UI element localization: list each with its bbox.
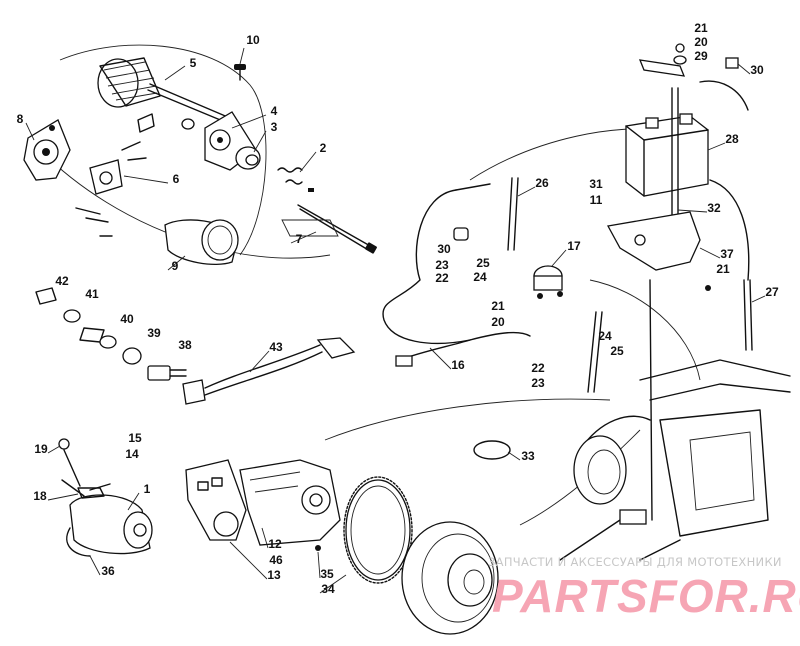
callout-39: 39 <box>147 326 161 340</box>
wire-harness <box>182 337 356 405</box>
chassis <box>559 279 791 561</box>
callout-21: 21 <box>694 21 708 35</box>
callout-43: 43 <box>269 340 283 354</box>
callout-14: 14 <box>125 447 139 461</box>
callout-33: 33 <box>521 449 535 463</box>
callout-41: 41 <box>85 287 99 301</box>
brush-holder <box>75 113 155 237</box>
callout-15: 15 <box>128 431 142 445</box>
callout-31: 31 <box>589 177 603 191</box>
callout-23: 23 <box>435 258 449 272</box>
callout-42: 42 <box>55 274 69 288</box>
ring-gear <box>343 476 413 584</box>
starter-solenoid <box>533 265 563 299</box>
callout-25: 25 <box>476 256 490 270</box>
battery <box>625 113 709 197</box>
drive-end-cover <box>204 111 261 171</box>
callout-17: 17 <box>567 239 581 253</box>
callout-labels: 1234567891011121314151617181920212930283… <box>17 21 779 596</box>
callout-11: 11 <box>590 193 603 207</box>
callout-5: 5 <box>190 56 197 70</box>
armature <box>97 57 231 130</box>
callout-2: 2 <box>320 141 327 155</box>
callout-34: 34 <box>321 582 335 596</box>
ignition-switch-parts <box>35 287 187 381</box>
callout-3: 3 <box>271 120 278 134</box>
battery-cable-26 <box>507 177 519 251</box>
callout-27: 27 <box>765 285 779 299</box>
callout-26: 26 <box>535 176 549 190</box>
callout-20: 20 <box>694 35 708 49</box>
spring-set <box>277 167 314 192</box>
callout-9: 9 <box>172 259 179 273</box>
callout-16: 16 <box>451 358 465 372</box>
callout-22: 22 <box>531 361 545 375</box>
callout-30: 30 <box>750 63 764 77</box>
callout-46: 46 <box>269 553 283 567</box>
callout-35: 35 <box>320 567 334 581</box>
callout-30: 30 <box>437 242 451 256</box>
callout-24: 24 <box>598 329 612 343</box>
drive-shaft <box>281 204 377 254</box>
watermark-logo: PARTSFOR.RU <box>492 570 800 622</box>
callout-7: 7 <box>296 232 303 246</box>
callout-8: 8 <box>17 112 24 126</box>
callout-36: 36 <box>101 564 115 578</box>
flywheel <box>401 521 499 635</box>
callout-18: 18 <box>33 489 47 503</box>
callout-28: 28 <box>725 132 739 146</box>
motor-frame <box>164 219 239 265</box>
callout-6: 6 <box>173 172 180 186</box>
callout-25: 25 <box>610 344 624 358</box>
snap-ring <box>473 440 511 460</box>
callout-4: 4 <box>271 104 278 118</box>
callout-12: 12 <box>268 537 282 551</box>
callout-24: 24 <box>473 270 487 284</box>
callout-32: 32 <box>707 201 721 215</box>
callout-22: 22 <box>435 271 449 285</box>
commutator-end-housing <box>23 119 71 181</box>
watermark: ЗАПЧАСТИ И АКСЕССУАРЫ ДЛЯ МОТОТЕХНИКИ PA… <box>488 555 800 622</box>
callout-13: 13 <box>267 568 281 582</box>
leader-lines <box>25 47 766 594</box>
engine-block <box>239 459 341 551</box>
callout-21: 21 <box>716 262 730 276</box>
callout-19: 19 <box>34 442 48 456</box>
callout-23: 23 <box>531 376 545 390</box>
callout-40: 40 <box>120 312 134 326</box>
top-bracket <box>638 43 687 77</box>
wire-harness-16 <box>382 183 531 367</box>
callout-29: 29 <box>694 49 708 63</box>
callout-1: 1 <box>144 482 151 496</box>
through-bolt <box>234 64 246 81</box>
battery-cable-27 <box>699 57 753 351</box>
callout-21: 21 <box>491 299 505 313</box>
starter-cable <box>587 311 603 393</box>
starter-motor <box>58 438 153 557</box>
callout-20: 20 <box>491 315 505 329</box>
watermark-tagline: ЗАПЧАСТИ И АКСЕССУАРЫ ДЛЯ МОТОТЕХНИКИ <box>488 555 782 569</box>
battery-tray <box>606 211 711 291</box>
callout-37: 37 <box>720 247 734 261</box>
callout-38: 38 <box>178 338 192 352</box>
callout-10: 10 <box>246 33 260 47</box>
